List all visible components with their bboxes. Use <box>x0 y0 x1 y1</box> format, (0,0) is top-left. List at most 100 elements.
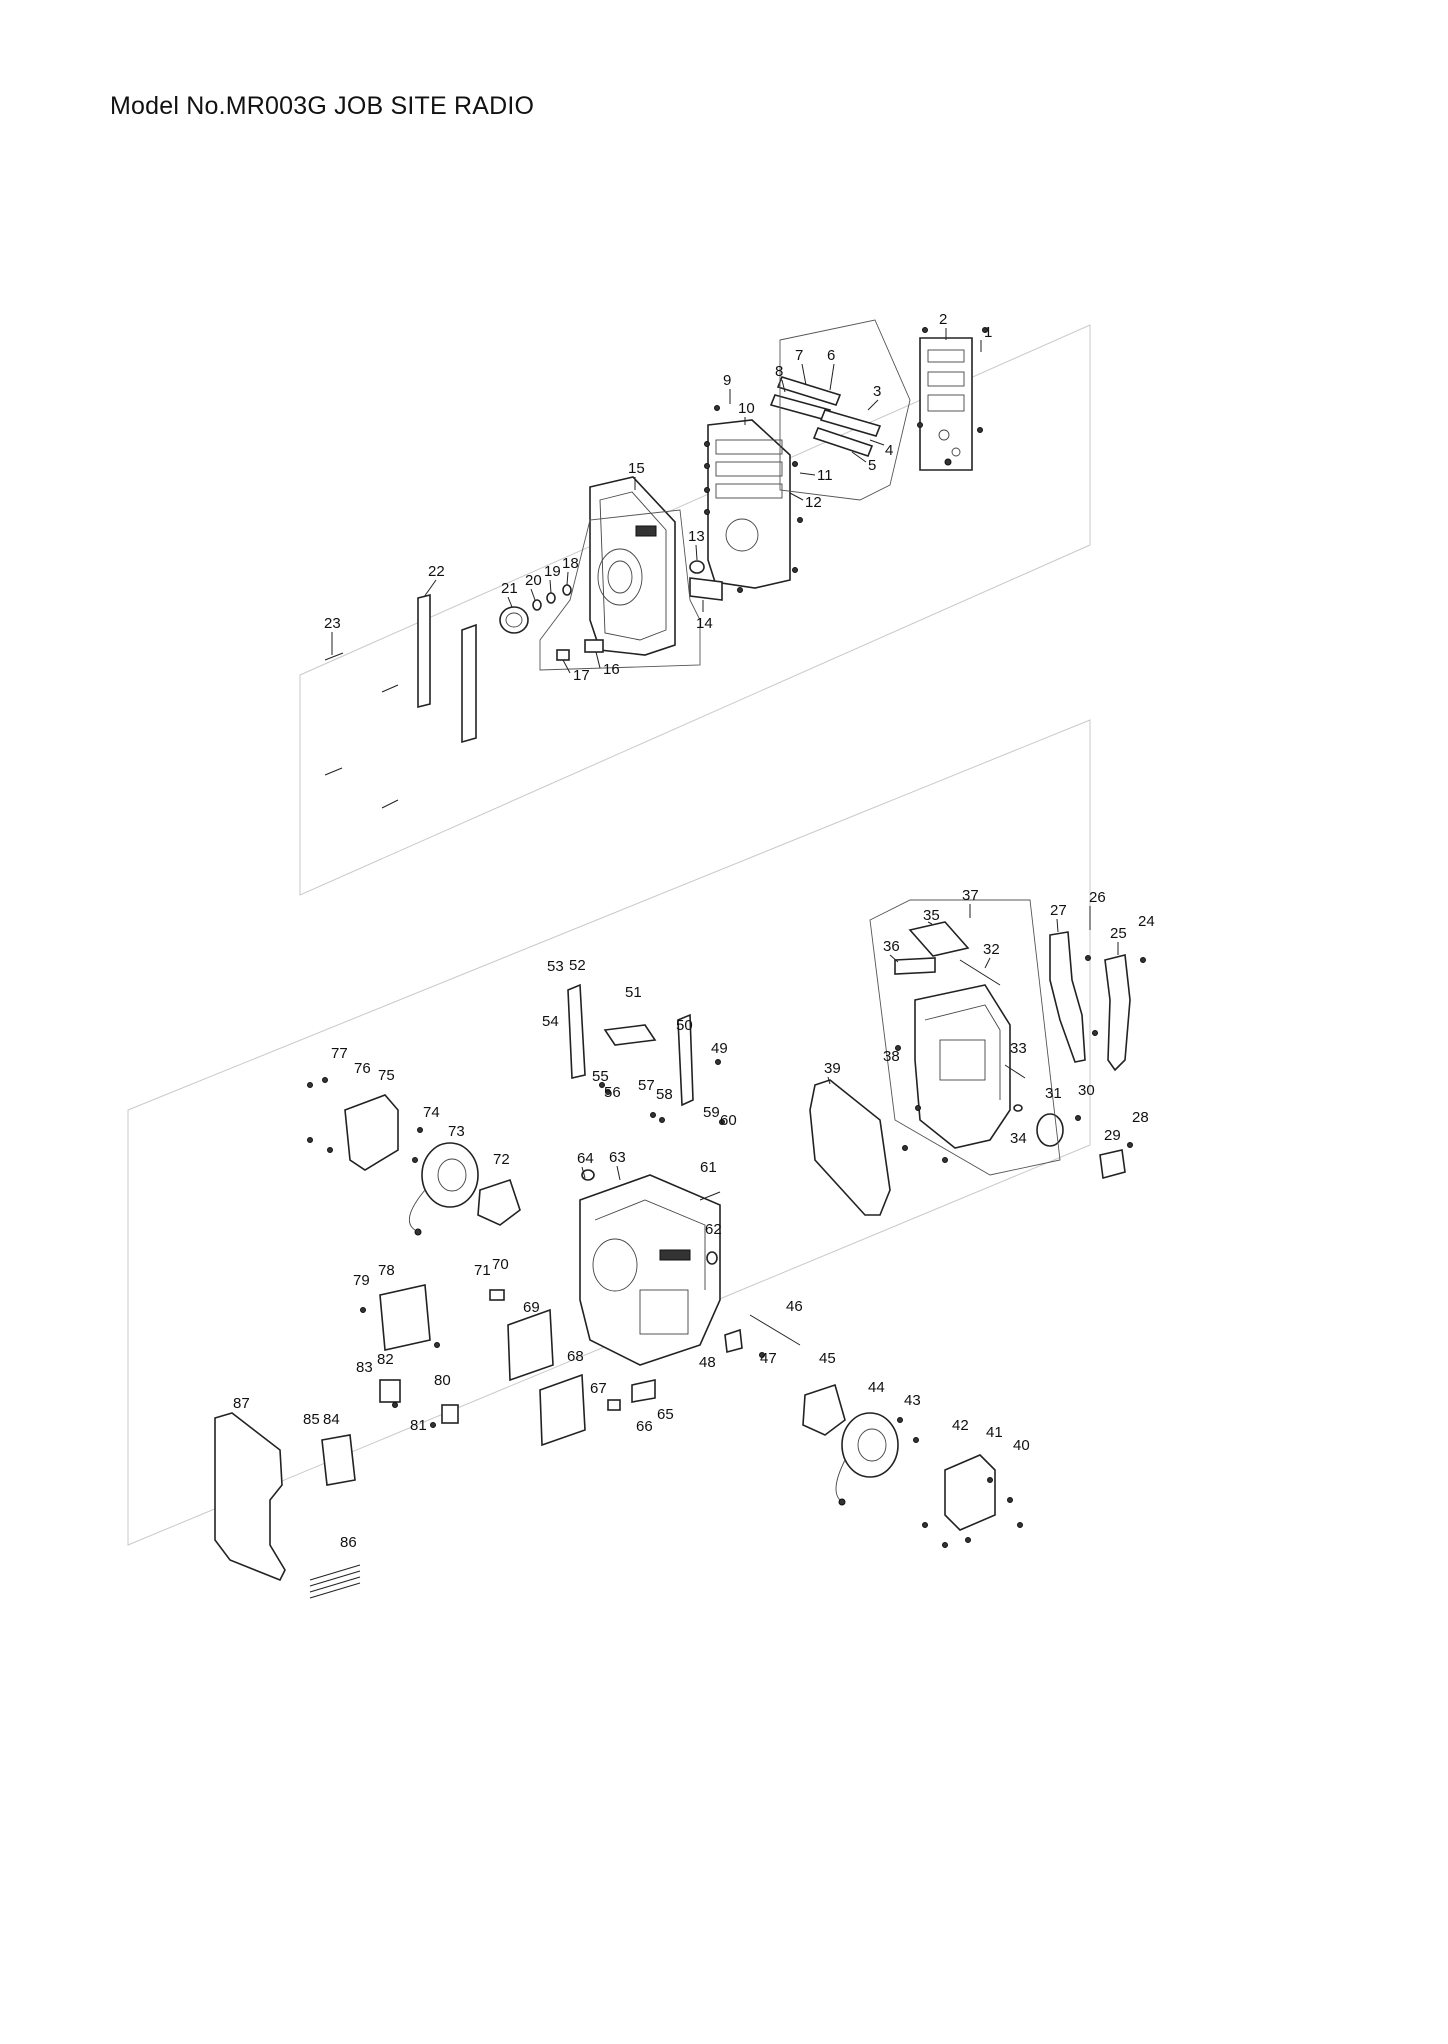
rear-grille <box>908 921 970 957</box>
main-housing <box>579 1174 721 1366</box>
callout: 41 <box>986 1424 1003 1441</box>
callout: 11 <box>817 467 833 484</box>
callout: 58 <box>656 1086 673 1103</box>
handle-bar-front <box>417 593 431 709</box>
callout: 15 <box>628 460 645 477</box>
callout: 78 <box>378 1262 395 1279</box>
callout: 84 <box>323 1411 340 1428</box>
washer-19 <box>546 592 556 604</box>
callout: 50 <box>676 1017 693 1034</box>
page-title: Model No.MR003G JOB SITE RADIO <box>110 92 535 120</box>
callout: 39 <box>824 1060 841 1077</box>
callout: 71 <box>474 1262 491 1279</box>
button-group-outline <box>779 319 911 501</box>
callout: 66 <box>636 1418 653 1435</box>
callout: 7 <box>795 347 803 364</box>
callout: 36 <box>883 938 900 955</box>
callout: 56 <box>604 1084 621 1101</box>
callout: 81 <box>410 1417 427 1434</box>
callout: 42 <box>952 1417 969 1434</box>
callout: 64 <box>577 1150 594 1167</box>
rear-gasket <box>809 1079 891 1216</box>
frame-handle-50 <box>677 1013 694 1107</box>
callout: 47 <box>760 1350 777 1367</box>
callout: 38 <box>883 1048 900 1065</box>
callout: 19 <box>544 563 561 580</box>
callout: 21 <box>501 580 518 597</box>
callout: 85 <box>303 1411 320 1428</box>
callout: 2 <box>939 311 947 328</box>
main-gasket-87 <box>214 1412 286 1582</box>
right-speaker <box>835 1412 899 1506</box>
callout: 77 <box>331 1045 348 1062</box>
callout: 3 <box>873 383 881 400</box>
washer-18 <box>562 584 572 596</box>
knob <box>689 560 705 574</box>
callout: 30 <box>1078 1082 1095 1099</box>
callout: 48 <box>699 1354 716 1371</box>
rear-pcb-78 <box>379 1284 431 1351</box>
callout: 44 <box>868 1379 885 1396</box>
callout: 17 <box>573 667 590 684</box>
callout: 20 <box>525 572 542 589</box>
callout: 53 <box>547 958 564 975</box>
board-84 <box>321 1434 356 1486</box>
callout: 60 <box>720 1112 737 1129</box>
callout: 51 <box>625 984 642 1001</box>
handle-screw <box>324 652 344 661</box>
callout: 62 <box>705 1221 722 1238</box>
callout: 52 <box>569 957 586 974</box>
plate-69 <box>507 1308 554 1382</box>
speaker-gasket-left <box>477 1178 521 1226</box>
callout: 35 <box>923 907 940 924</box>
clamp-65 <box>631 1379 656 1403</box>
switch-lever <box>556 649 570 661</box>
front-group-outline <box>539 509 701 671</box>
frame-handle-52 <box>567 983 586 1079</box>
callout: 83 <box>356 1359 373 1376</box>
callout: 28 <box>1132 1109 1149 1126</box>
callout: 10 <box>738 400 755 417</box>
callout: 76 <box>354 1060 371 1077</box>
callout: 1 <box>984 324 992 341</box>
handle-bar-back <box>461 623 477 744</box>
pin-61 <box>699 1191 721 1201</box>
callout: 24 <box>1138 913 1155 930</box>
callout: 46 <box>786 1298 803 1315</box>
cap-31 <box>1036 1113 1064 1147</box>
callout: 4 <box>885 442 893 459</box>
rod-46 <box>749 1314 801 1346</box>
callout: 12 <box>805 494 822 511</box>
pin-34 <box>1013 1104 1023 1112</box>
callout: 16 <box>603 661 620 678</box>
callout: 65 <box>657 1406 674 1423</box>
plate-68 <box>539 1373 586 1447</box>
callout: 13 <box>688 528 705 545</box>
callout: 23 <box>324 615 341 632</box>
callout: 31 <box>1045 1085 1062 1102</box>
lower-assembly-plane <box>127 719 1091 1546</box>
switch-67 <box>607 1399 621 1411</box>
latch-29 <box>1099 1149 1126 1180</box>
callout: 37 <box>962 887 979 904</box>
callout: 14 <box>696 615 713 632</box>
callout: 32 <box>983 941 1000 958</box>
clip-48 <box>724 1328 743 1354</box>
front-cover <box>589 476 676 656</box>
callout: 57 <box>638 1077 655 1094</box>
board-80 <box>441 1404 459 1424</box>
grille-bracket <box>894 957 936 975</box>
washer-20 <box>532 599 542 611</box>
callout: 73 <box>448 1123 465 1140</box>
part-callouts: 1 2 3 4 5 6 7 8 9 10 11 12 13 14 15 16 1… <box>233 311 1155 1551</box>
callout: 40 <box>1013 1437 1030 1454</box>
front-pcb <box>919 337 973 471</box>
callout: 79 <box>353 1272 370 1289</box>
callout: 22 <box>428 563 445 580</box>
callout: 33 <box>1010 1040 1027 1057</box>
callout: 72 <box>493 1151 510 1168</box>
leader-lines <box>331 328 1119 1181</box>
callout: 5 <box>868 457 876 474</box>
callout: 27 <box>1050 902 1067 919</box>
